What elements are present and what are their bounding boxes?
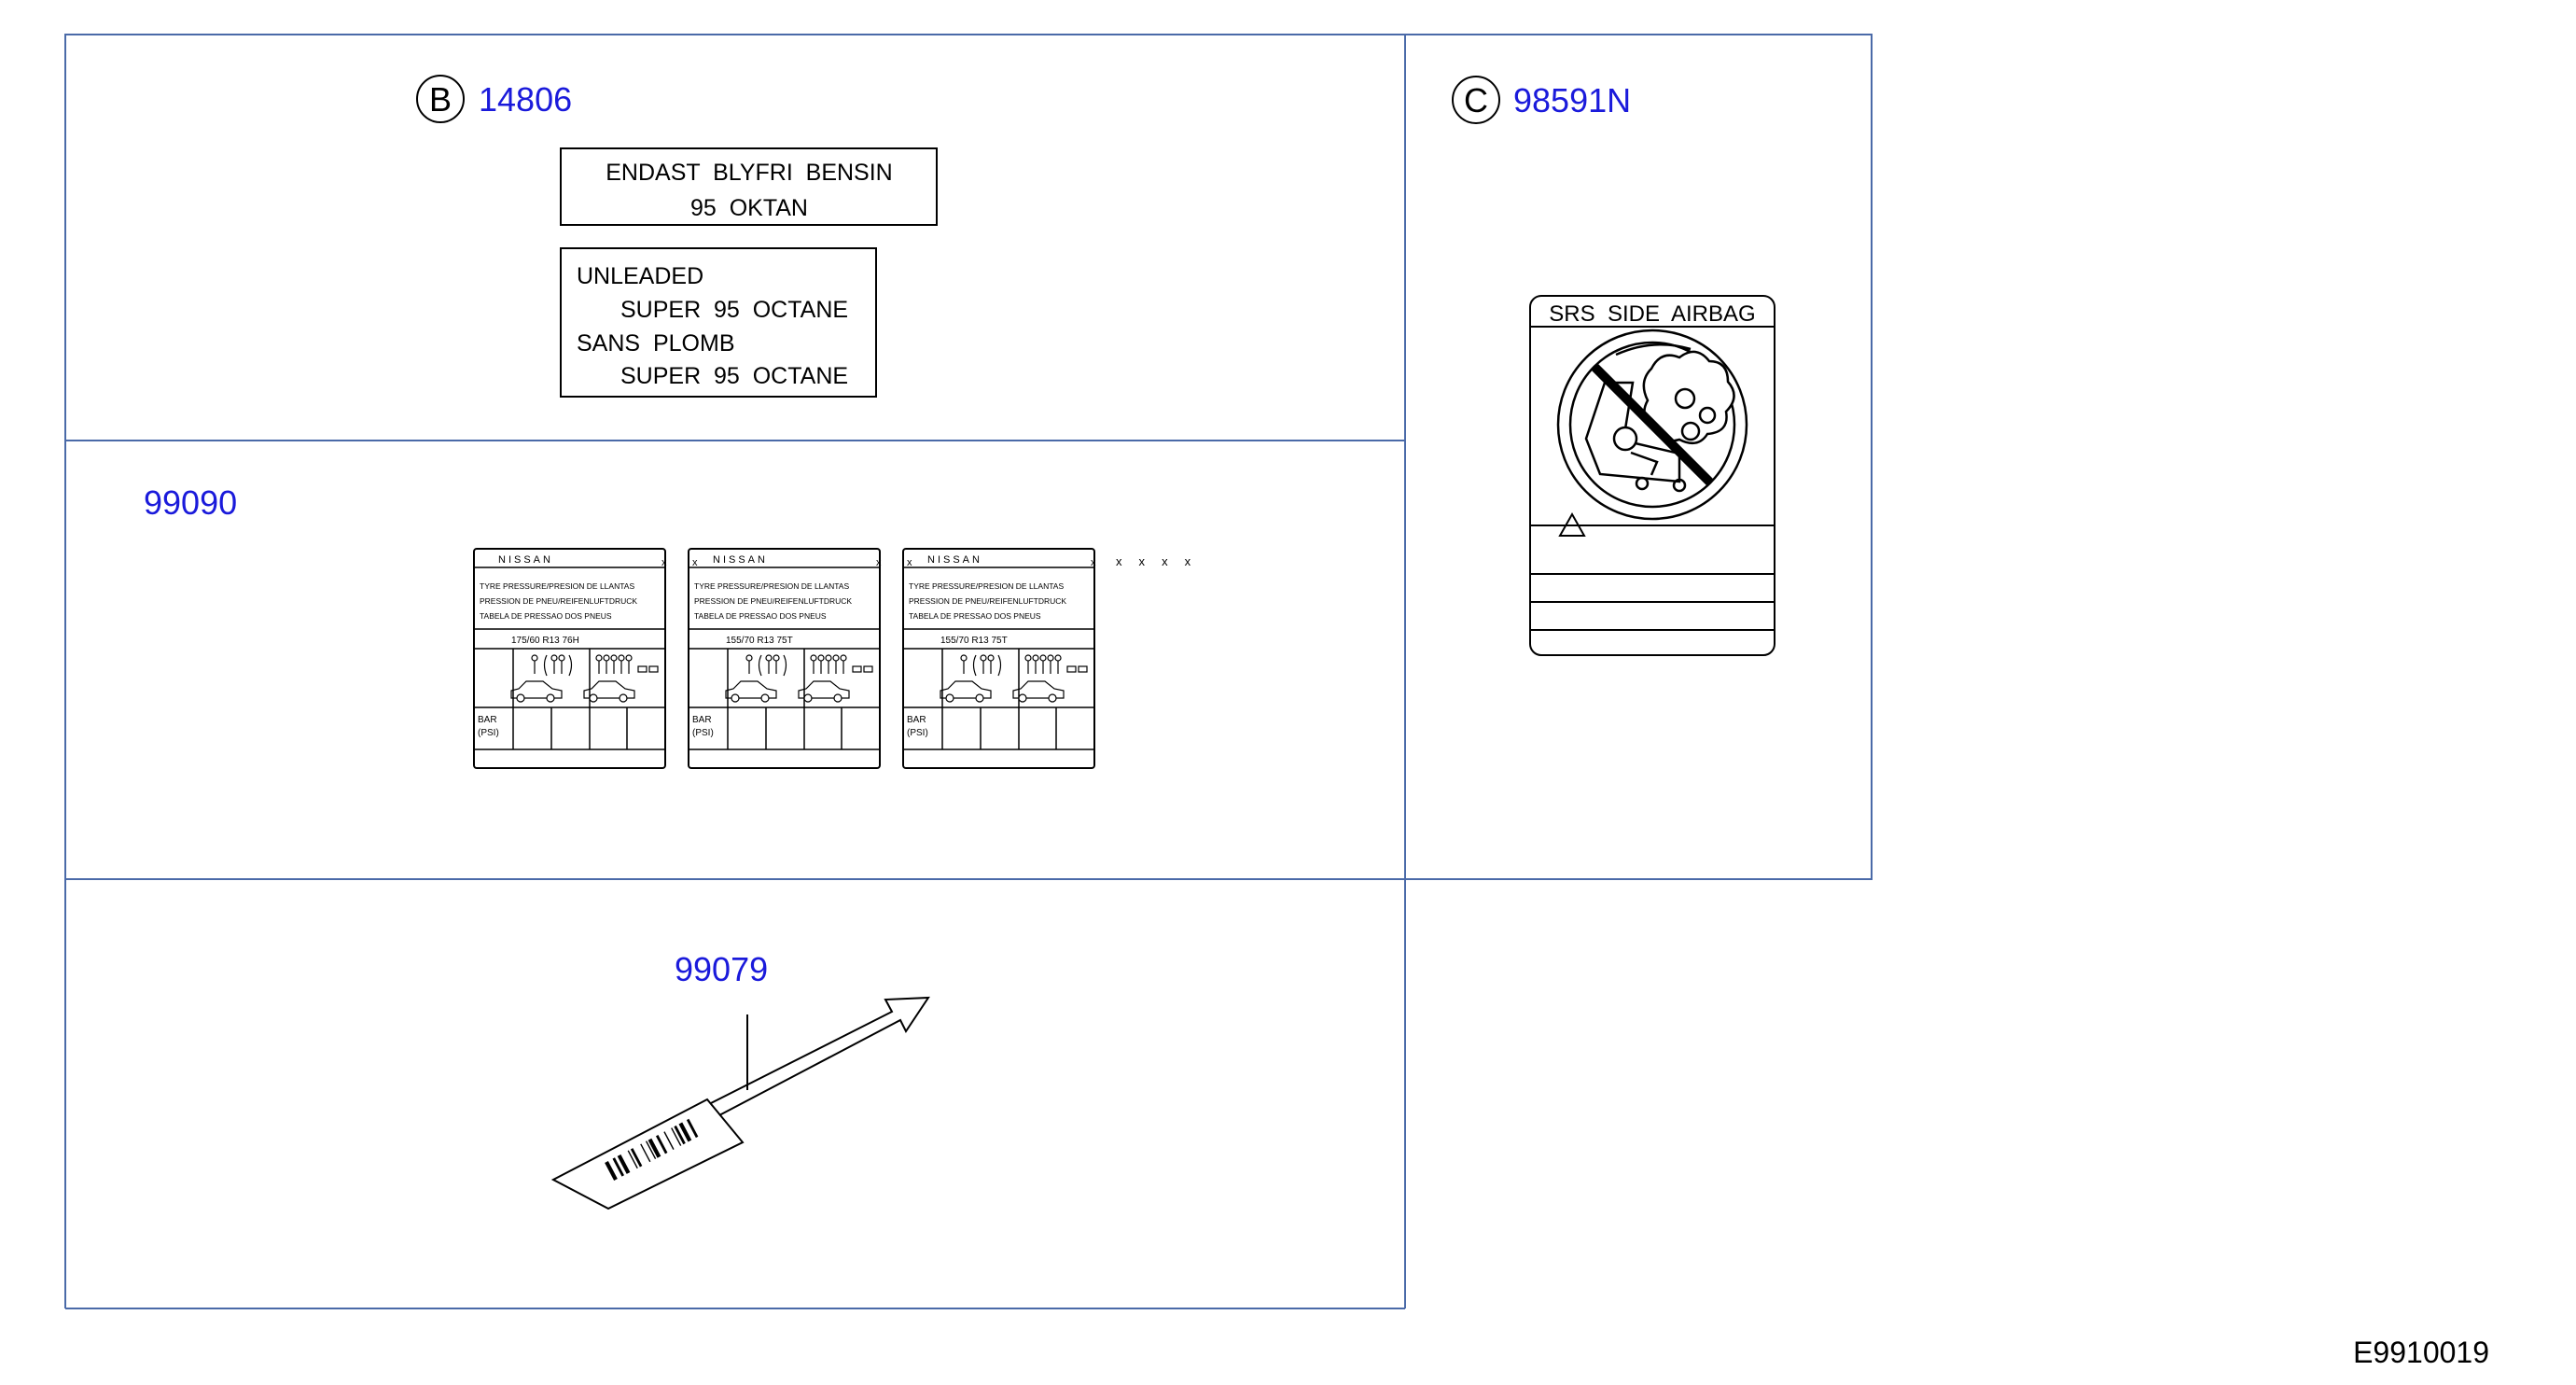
tire-label: NISSAN TYRE PRESSURE/PRESION DE LLANTAS PR… [473, 548, 667, 769]
full-load-icon [595, 654, 659, 674]
fuel-label-swedish-line-2: 95 OKTAN [690, 195, 808, 221]
car-icon [798, 680, 850, 703]
tire-label-unit-bar: BAR [478, 715, 497, 725]
tire-label-text-line: TYRE PRESSURE/PRESION DE LLANTAS [909, 581, 1064, 591]
no-child-seat-airbag-icon [1556, 329, 1748, 521]
tire-label-brand: NISSAN [927, 554, 982, 566]
tire-label-x-mark: x [907, 557, 912, 568]
tire-label-text-line: TYRE PRESSURE/PRESION DE LLANTAS [694, 581, 849, 591]
car-icon [583, 680, 635, 703]
tire-label-text-line: PRESSION DE PNEU/REIFENLUFTDRUCK [694, 596, 852, 606]
tire-label-text-line: PRESSION DE PNEU/REIFENLUFTDRUCK [909, 596, 1066, 606]
callout-letter-b: B [429, 80, 452, 119]
fuel-label-line-super-2: SUPER 95 OCTANE [620, 363, 848, 389]
callout-letter-c: C [1464, 81, 1488, 119]
fuel-label-swedish: ENDAST BLYFRI BENSIN 95 OKTAN [560, 147, 938, 226]
tire-label-x-mark: x [661, 557, 667, 568]
warning-triangle-icon [1558, 511, 1586, 537]
tire-label: NISSAN TYRE PRESSURE/PRESION DE LLANTAS PR… [902, 548, 1096, 769]
tire-label-unit-bar: BAR [692, 715, 712, 725]
fuel-label-line-super-1: SUPER 95 OCTANE [620, 297, 848, 323]
tire-label-size: 175/60 R13 76H [511, 636, 579, 646]
tire-pressure-labels: NISSAN TYRE PRESSURE/PRESION DE LLANTAS PR… [473, 548, 1096, 769]
fuel-label-line-sans-plomb: SANS PLOMB [577, 330, 735, 357]
car-icon [1012, 680, 1065, 703]
tire-label-text-line: TABELA DE PRESSAO DOS PNEUS [480, 611, 612, 621]
tire-label-text-line: TABELA DE PRESSAO DOS PNEUS [694, 611, 827, 621]
part-c-callout: C 98591N [1452, 76, 1631, 124]
fuel-label-multilingual: UNLEADED SUPER 95 OCTANE SANS PLOMB SUPE… [560, 247, 877, 398]
tire-label-x-marks: x x x x [1116, 554, 1191, 568]
tire-label-size: 155/70 R13 75T [726, 636, 793, 646]
car-icon [725, 680, 777, 703]
occupant-icon [745, 654, 787, 677]
srs-airbag-label: SRS SIDE AIRBAG [1529, 295, 1775, 656]
tire-label-x-mark: x [1091, 557, 1096, 568]
callout-circle-b [416, 75, 465, 123]
tire-label-brand: NISSAN [713, 554, 768, 566]
tire-label: NISSAN TYRE PRESSURE/PRESION DE LLANTAS PR… [688, 548, 882, 769]
part-b-callout: B 14806 [416, 75, 572, 123]
tire-label-text-line: TABELA DE PRESSAO DOS PNEUS [909, 611, 1041, 621]
tire-label-size: 155/70 R13 75T [940, 636, 1008, 646]
full-load-icon [810, 654, 873, 674]
srs-airbag-label-title: SRS SIDE AIRBAG [1549, 301, 1755, 327]
fuel-label-line-unleaded: UNLEADED [577, 263, 703, 289]
part-number-99079[interactable]: 99079 [675, 950, 768, 988]
occupant-icon [960, 654, 1002, 677]
barcode-icon [605, 1118, 699, 1181]
full-load-icon [1024, 654, 1088, 674]
tire-label-text-line: PRESSION DE PNEU/REIFENLUFTDRUCK [480, 596, 637, 606]
drawing-id: E9910019 [2353, 1336, 2489, 1369]
tire-label-unit-psi: (PSI) [692, 728, 714, 738]
tire-label-text-line: TYRE PRESSURE/PRESION DE LLANTAS [480, 581, 634, 591]
car-icon [940, 680, 992, 703]
callout-circle-c [1452, 76, 1500, 124]
tire-label-unit-psi: (PSI) [478, 728, 499, 738]
barcode-tag [550, 996, 930, 1210]
part-number-98591n[interactable]: 98591N [1513, 81, 1631, 119]
part-number-99090[interactable]: 99090 [144, 483, 237, 522]
fuel-label-swedish-line-1: ENDAST BLYFRI BENSIN [606, 160, 892, 186]
tire-label-brand: NISSAN [498, 554, 553, 566]
occupant-icon [531, 654, 573, 677]
tire-label-unit-bar: BAR [907, 715, 926, 725]
tire-label-x-mark: x [876, 557, 882, 568]
car-icon [510, 680, 563, 703]
diagram-frames [64, 34, 1873, 1309]
part-number-14806[interactable]: 14806 [479, 80, 572, 119]
tire-label-x-mark: x [692, 557, 698, 568]
tire-label-unit-psi: (PSI) [907, 728, 928, 738]
